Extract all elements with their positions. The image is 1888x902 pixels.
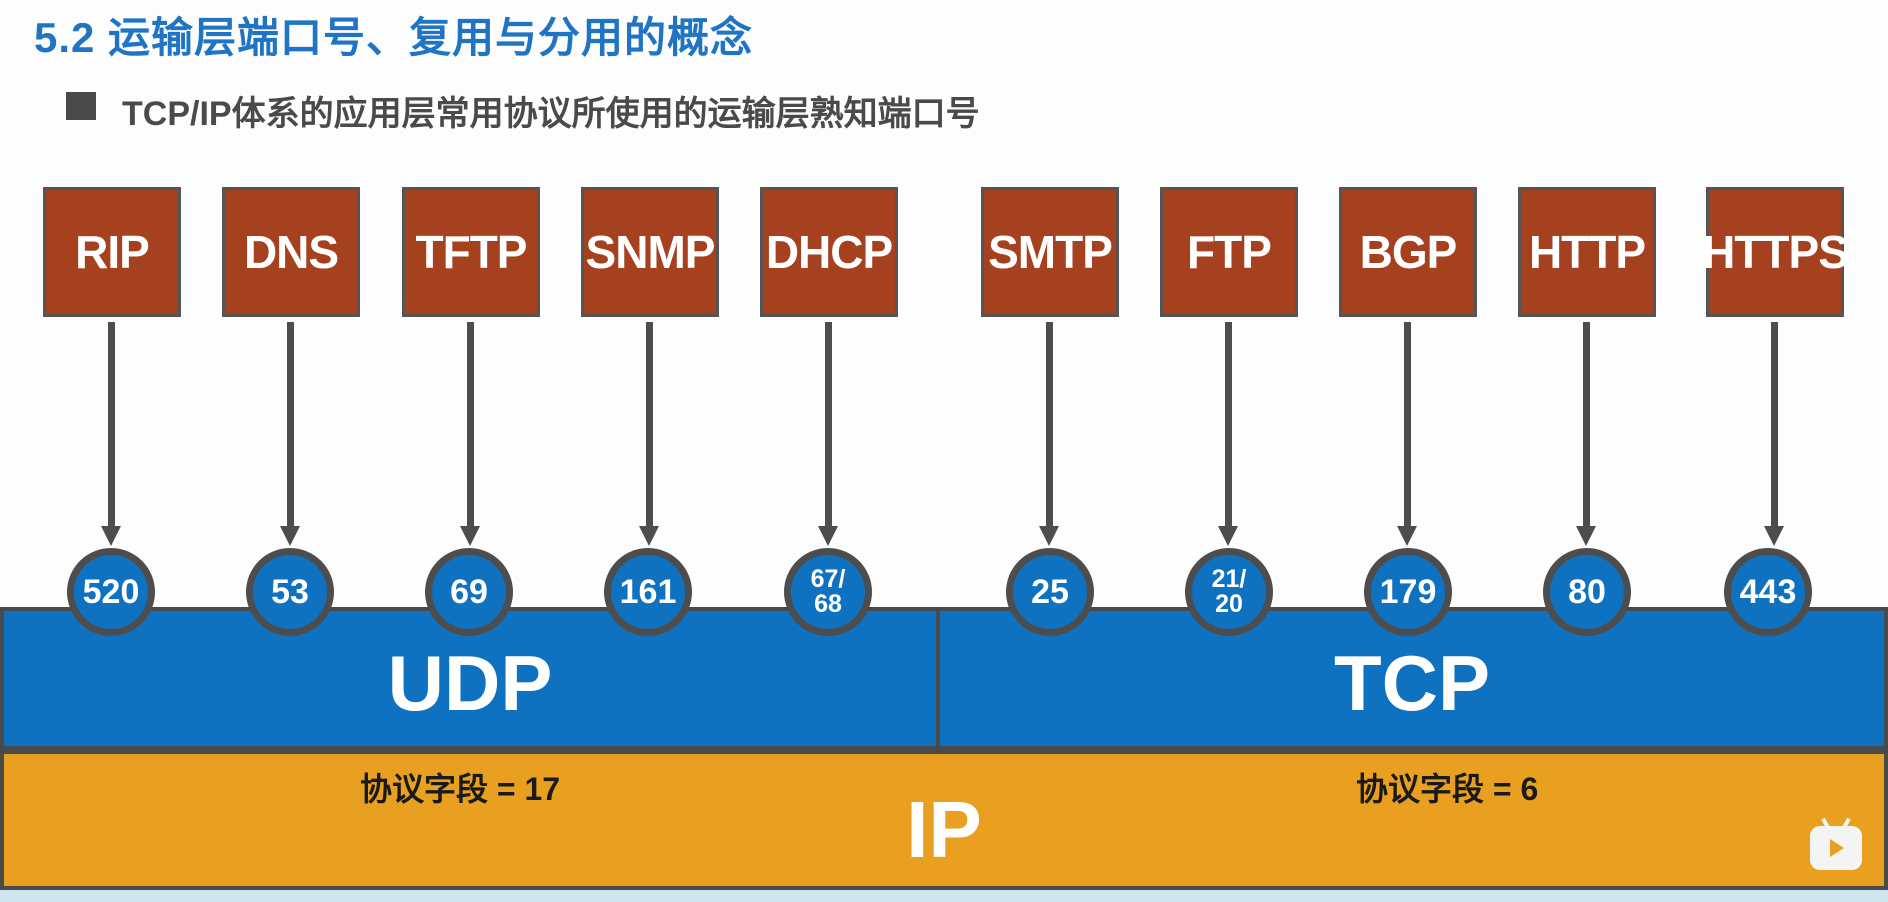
arrow-head-ftp <box>1218 526 1238 546</box>
subtitle: TCP/IP体系的应用层常用协议所使用的运输层熟知端口号 <box>122 95 980 133</box>
port-circle-snmp: 161 <box>604 548 692 636</box>
arrow-smtp <box>1046 322 1053 528</box>
port-circle-tftp: 69 <box>425 548 513 636</box>
play-icon <box>1830 839 1844 857</box>
port-number-snmp: 161 <box>619 573 677 611</box>
square-bullet-icon <box>66 92 96 120</box>
port-number-rip: 520 <box>82 573 140 611</box>
port-circle-dns: 53 <box>246 548 334 636</box>
port-number-dns: 53 <box>271 573 309 611</box>
protocol-box-bgp: BGP <box>1339 187 1477 317</box>
page-title: 5.2 运输层端口号、复用与分用的概念 <box>34 14 754 61</box>
arrow-https <box>1771 322 1778 528</box>
protocol-box-https: HTTPS <box>1702 187 1849 317</box>
udp-protocol-field: 协议字段 = 17 <box>360 771 561 807</box>
udp-label: UDP <box>387 639 553 727</box>
port-circle-ftp: 21/ 20 <box>1185 548 1273 636</box>
port-circle-bgp: 179 <box>1364 548 1452 636</box>
protocol-box-rip: RIP <box>43 187 181 317</box>
port-number-http: 80 <box>1568 573 1606 611</box>
port-circle-rip: 520 <box>67 548 155 636</box>
ip-layer: 协议字段 = 17 协议字段 = 6 IP <box>0 750 1888 890</box>
arrow-snmp <box>646 322 653 528</box>
arrow-head-https <box>1764 526 1784 546</box>
port-circle-http: 80 <box>1543 548 1631 636</box>
arrow-dhcp <box>825 322 832 528</box>
arrow-head-snmp <box>639 526 659 546</box>
arrow-head-http <box>1576 526 1596 546</box>
tcp-label: TCP <box>1334 639 1490 727</box>
arrow-dns <box>287 322 294 528</box>
protocol-box-http: HTTP <box>1518 187 1656 317</box>
protocol-box-dns: DNS <box>222 187 360 317</box>
ip-label: IP <box>906 785 982 874</box>
port-number-tftp: 69 <box>450 573 488 611</box>
video-player-icon[interactable] <box>1810 817 1862 870</box>
arrow-head-tftp <box>460 526 480 546</box>
bottom-strip <box>0 890 1888 902</box>
port-number-https: 443 <box>1739 573 1797 611</box>
arrow-bgp <box>1404 322 1411 528</box>
protocol-box-smtp: SMTP <box>981 187 1119 317</box>
arrow-ftp <box>1225 322 1232 528</box>
arrow-head-rip <box>101 526 121 546</box>
protocol-box-tftp: TFTP <box>402 187 540 317</box>
port-number-bgp: 179 <box>1379 573 1437 611</box>
arrow-head-dhcp <box>818 526 838 546</box>
port-number-ftp: 21/ 20 <box>1211 565 1247 618</box>
port-number-smtp: 25 <box>1031 573 1069 611</box>
arrow-http <box>1583 322 1590 528</box>
port-circle-https: 443 <box>1724 548 1812 636</box>
arrow-tftp <box>467 322 474 528</box>
arrow-head-smtp <box>1039 526 1059 546</box>
protocol-box-snmp: SNMP <box>581 187 719 317</box>
arrow-head-bgp <box>1397 526 1417 546</box>
arrow-head-dns <box>280 526 300 546</box>
protocol-box-ftp: FTP <box>1160 187 1298 317</box>
port-circle-smtp: 25 <box>1006 548 1094 636</box>
tcp-protocol-field: 协议字段 = 6 <box>1356 771 1539 807</box>
port-circle-dhcp: 67/ 68 <box>784 548 872 636</box>
protocol-box-dhcp: DHCP <box>760 187 898 317</box>
port-number-dhcp: 67/ 68 <box>810 565 846 618</box>
arrow-rip <box>108 322 115 528</box>
